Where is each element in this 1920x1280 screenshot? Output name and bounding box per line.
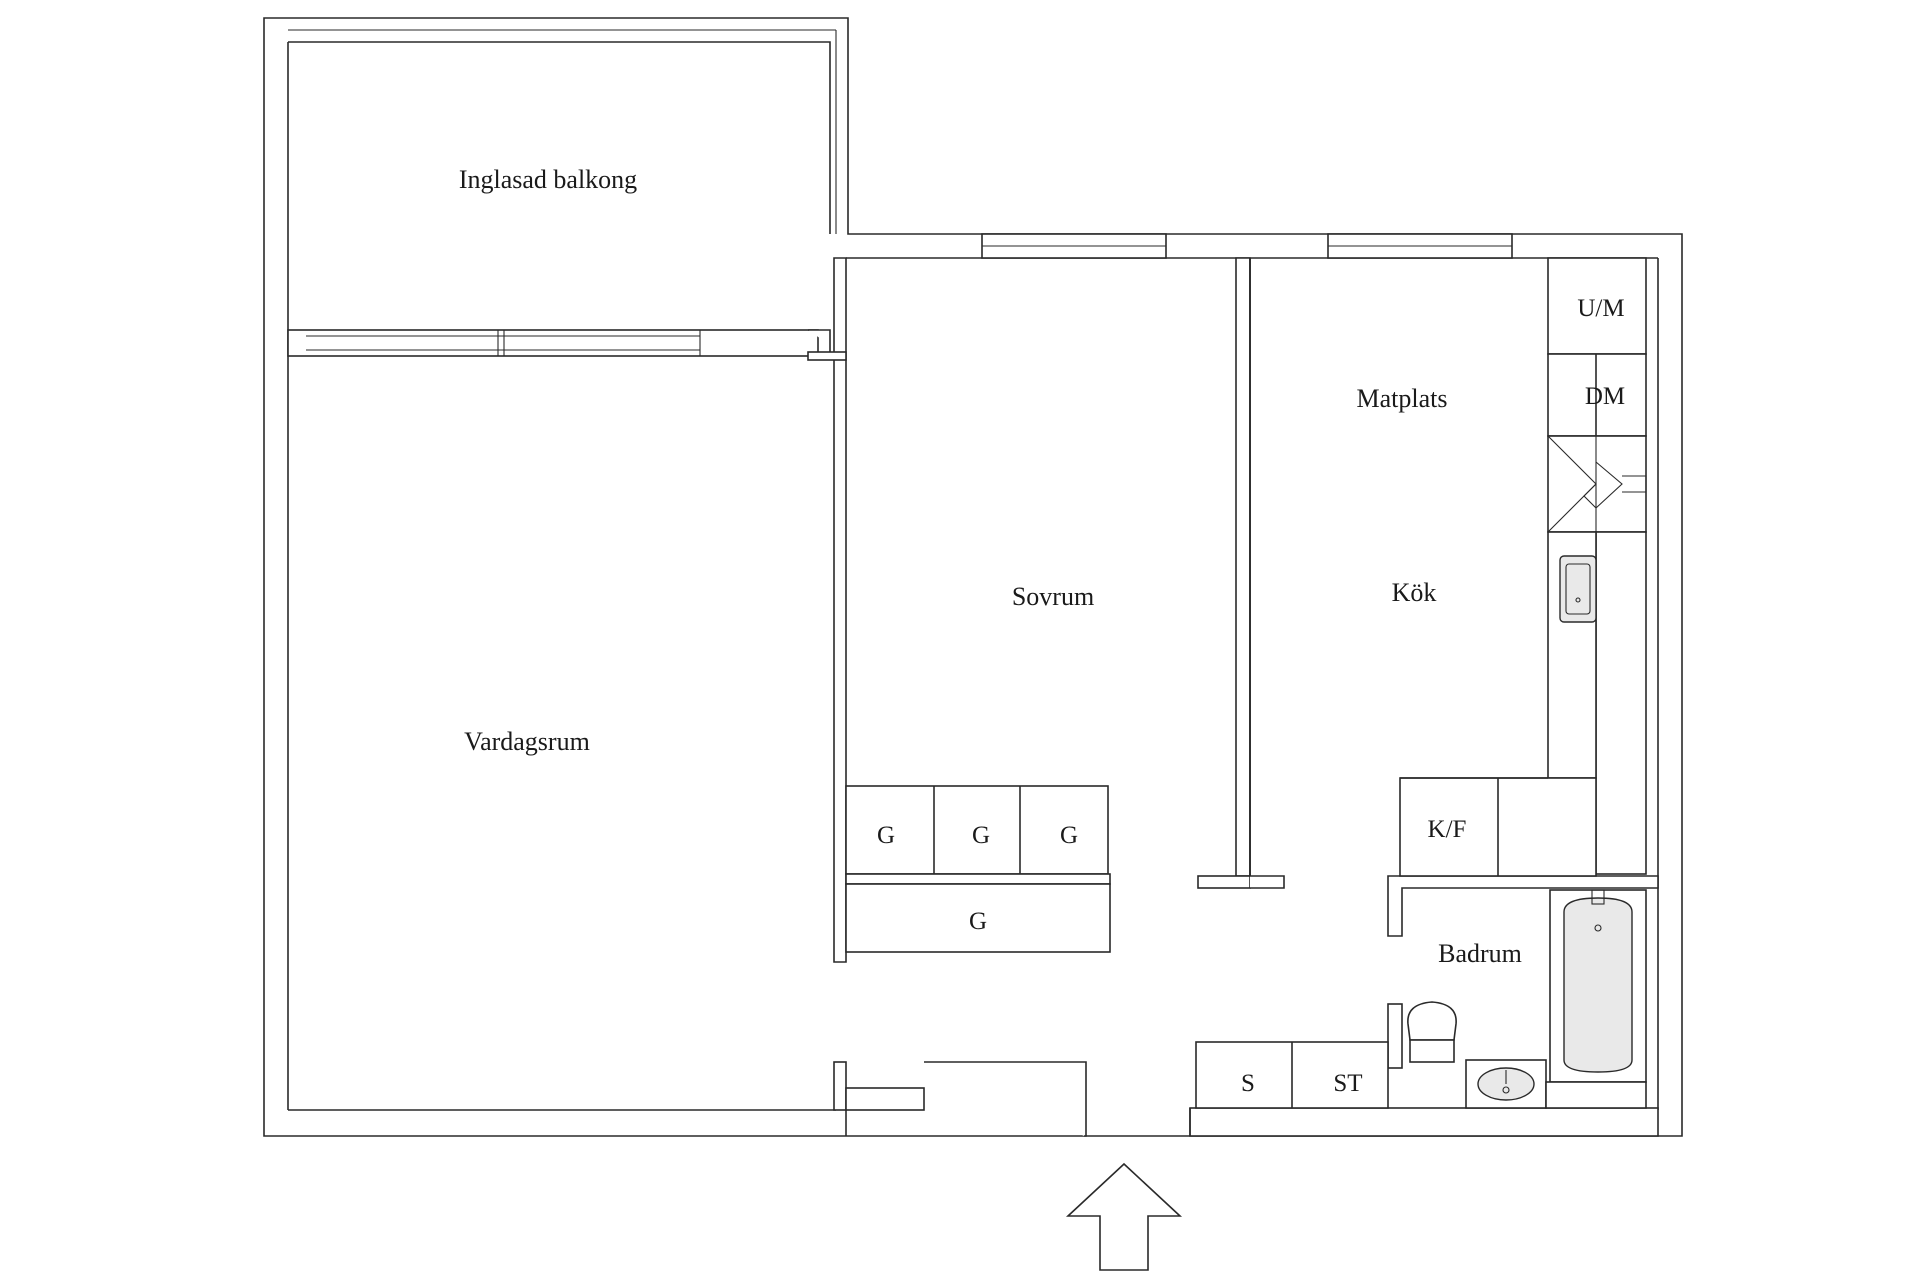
interior-walls [807, 257, 1659, 1137]
balcony-divider-wall [287, 329, 846, 357]
hall-closets [1195, 1041, 1389, 1109]
room-label-bedroom: Sovrum [1012, 582, 1094, 611]
kitchen-sink-icon [1559, 555, 1597, 623]
wardrobe-label-1: G [877, 822, 895, 849]
room-label-living: Vardagsrum [464, 727, 590, 756]
room-label-bathroom: Badrum [1438, 939, 1522, 968]
bathroom-fixtures [1407, 889, 1647, 1109]
wardrobe-label-2: G [972, 822, 990, 849]
room-label-dining: Matplats [1357, 384, 1448, 413]
room-labels: Inglasad balkong Vardagsrum Sovrum Matpl… [459, 165, 1522, 968]
room-label-balcony: Inglasad balkong [459, 165, 637, 194]
entrance-arrow-icon [1065, 1162, 1183, 1271]
wardrobe-label-3: G [1060, 822, 1078, 849]
bedroom-wardrobes [845, 785, 1111, 953]
washbasin-icon [1465, 1059, 1547, 1109]
wardrobe-label-4: G [969, 908, 987, 935]
oven-microwave-label: U/M [1577, 295, 1624, 322]
entrance-walls [845, 1087, 925, 1111]
closet-s-label: S [1241, 1070, 1255, 1097]
outer-walls [263, 17, 1683, 1137]
bathtub-icon [1563, 889, 1633, 1073]
kitchen-fixtures [1399, 257, 1647, 877]
fixture-labels: G G G G U/M DM K/F S ST [877, 295, 1625, 1097]
top-windows [981, 233, 1513, 259]
closet-st-label: ST [1333, 1070, 1362, 1097]
range-hood-icon [1547, 435, 1647, 533]
room-label-kitchen: Kök [1392, 578, 1437, 607]
fridge-freezer-label: K/F [1428, 816, 1467, 843]
dishwasher-label: DM [1585, 383, 1625, 410]
balcony-glazing [288, 29, 837, 234]
toilet-icon [1407, 1001, 1457, 1063]
